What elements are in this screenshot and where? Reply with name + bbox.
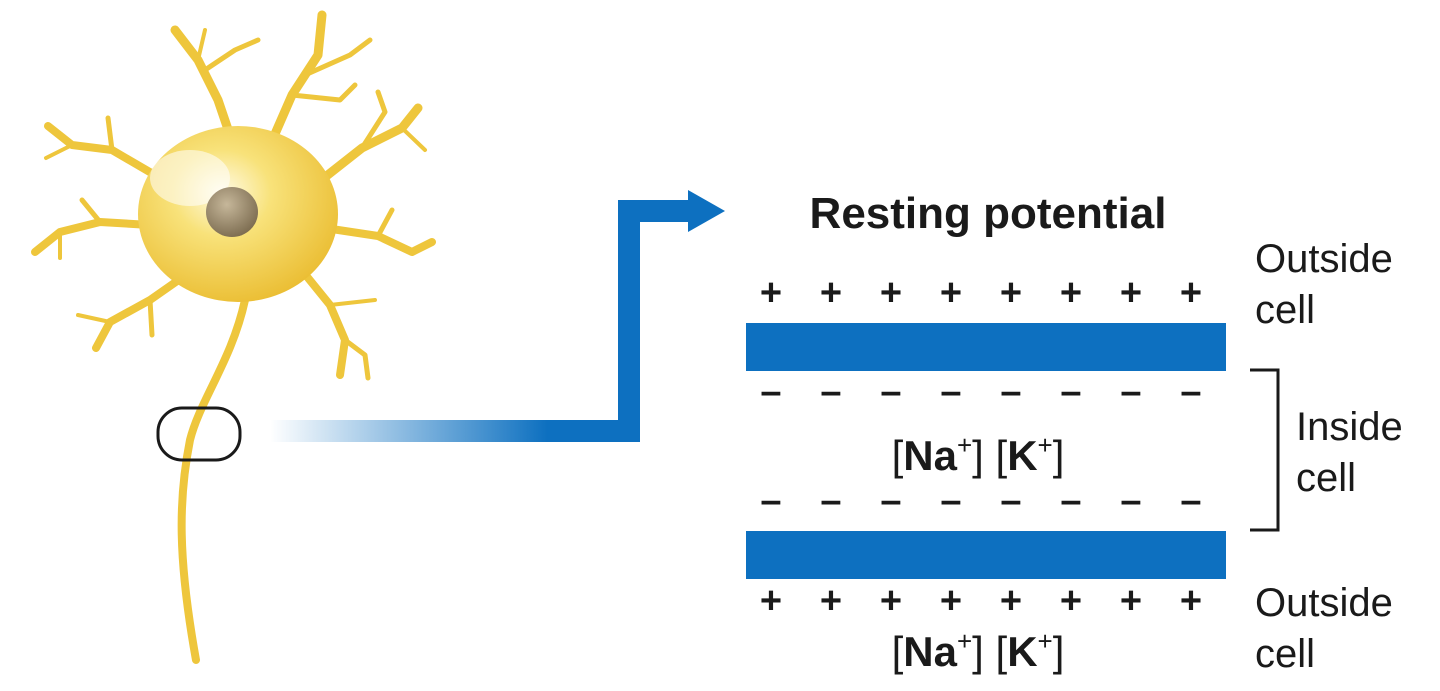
plus-sign: + [940,272,962,314]
minus-sign: – [760,480,781,522]
connector-vertical-bar [618,200,640,442]
plus-sign: + [1120,272,1142,314]
plus-sign: + [820,580,842,622]
minus-sign: – [1060,480,1081,522]
minus-sign: – [1120,480,1141,522]
minus-sign: – [1180,480,1201,522]
magnify-marker [156,406,242,462]
plus-sign: + [760,580,782,622]
plus-sign: + [820,272,842,314]
minus-sign: – [1120,371,1141,413]
inside-bracket [1250,368,1280,532]
outside-top-charges: + + + + + + + + [760,272,1202,314]
arrow-head [688,190,725,232]
outside-k-symbol: K [1007,628,1037,675]
membrane-top [746,323,1226,371]
inside-ion-label: [Na+] [K+] [892,430,1065,479]
axon [177,296,249,664]
outside-ion-label: [Na+] [K+] [892,626,1065,675]
outside-na-symbol: Na [903,628,957,675]
cell-body-shine [150,150,230,206]
neuron-illustration [31,10,436,664]
minus-sign: – [1000,371,1021,413]
plus-sign: + [880,580,902,622]
minus-sign: – [880,480,901,522]
connector-arrow [270,190,725,442]
minus-sign: – [820,371,841,413]
plus-sign: + [1060,272,1082,314]
outside-cell-label-bottom: Outside cell [1255,581,1404,676]
plus-sign: + [940,580,962,622]
nucleus [206,187,258,237]
plus-sign: + [760,272,782,314]
minus-sign: – [1180,371,1201,413]
plus-sign: + [1120,580,1142,622]
minus-sign: – [940,480,961,522]
connector-top-bar [618,200,690,222]
inside-bottom-charges: –––––––– [760,480,1201,522]
inside-na-symbol: Na [903,432,957,479]
plus-sign: + [1000,272,1022,314]
plus-sign: + [1000,580,1022,622]
outside-bottom-charges: + + + + + + + + [760,580,1202,622]
minus-sign: – [760,371,781,413]
inside-cell-label: Inside cell [1296,405,1414,500]
minus-sign: – [820,480,841,522]
plus-sign: + [1060,580,1082,622]
plus-sign: + [880,272,902,314]
minus-sign: – [1060,371,1081,413]
minus-sign: – [940,371,961,413]
connector-fade-bar [270,420,640,442]
outside-cell-label-top: Outside cell [1255,237,1404,332]
plus-sign: + [1180,580,1202,622]
plus-sign: + [1180,272,1202,314]
inside-k-symbol: K [1007,432,1037,479]
membrane-bottom [746,531,1226,579]
dendrites [31,10,436,381]
inside-top-charges: –––––––– [760,371,1201,413]
minus-sign: – [1000,480,1021,522]
minus-sign: – [880,371,901,413]
diagram-title: Resting potential [810,189,1167,238]
